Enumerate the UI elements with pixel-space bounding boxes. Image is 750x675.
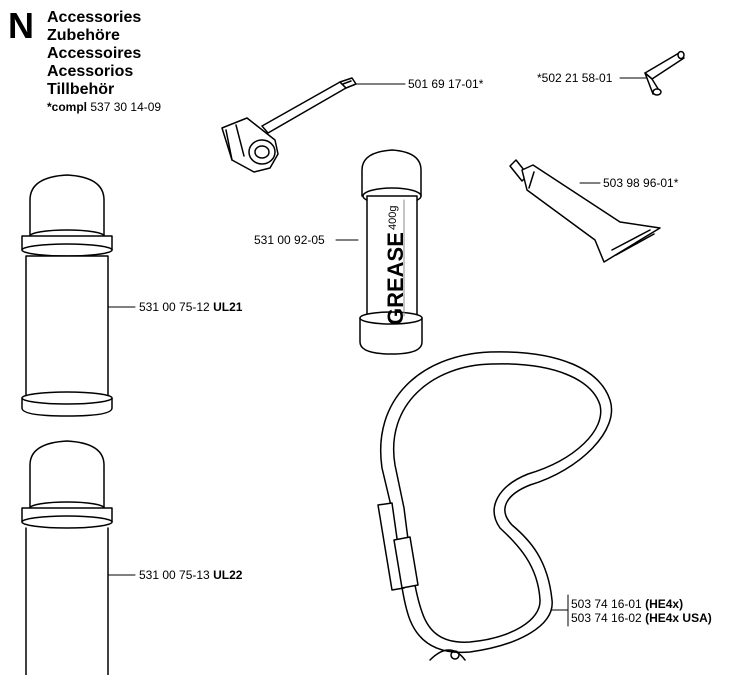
section-titles: Accessories Zubehöre Accessoires Acessor… (47, 9, 141, 99)
part-number: 501 69 17-01* (408, 77, 484, 91)
part-label-wrench[interactable]: 501 69 17-01* (408, 77, 483, 91)
part-number: 503 74 16-02 (571, 611, 642, 625)
part-suffix: (HE4x USA) (645, 611, 712, 625)
combination-wrench-drawing (221, 77, 357, 173)
part-label-hex-key[interactable]: *502 21 58-01 (537, 71, 612, 85)
part-label-grease-cartridge[interactable]: 531 00 92-05 (254, 233, 325, 247)
title-sv: Tillbehör (47, 81, 115, 98)
title-fr: Accessoires (47, 45, 142, 62)
compl-note: *compl 537 30 14-09 (47, 100, 161, 114)
compl-prefix: *compl (47, 100, 88, 114)
title-es: Acessorios (47, 63, 134, 80)
hex-key-drawing (644, 50, 685, 96)
title-en: Accessories (47, 9, 142, 26)
part-label-harness-he4x[interactable]: 503 74 16-01 (HE4x) (571, 597, 683, 611)
part-number: 531 00 75-12 (139, 300, 210, 314)
grease-tube-drawing (509, 159, 661, 263)
cartridge-label-weight: 400g (387, 206, 399, 230)
part-label-oil-can-ul21[interactable]: 531 00 75-12 UL21 (139, 300, 242, 314)
part-suffix: UL22 (213, 568, 243, 582)
part-number: 503 74 16-01 (571, 597, 642, 611)
part-suffix: UL21 (213, 300, 243, 314)
leader-lines (107, 77, 649, 627)
section-letter: N (8, 5, 34, 46)
harness-drawing (377, 351, 613, 661)
part-label-grease-tube[interactable]: 503 98 96-01* (603, 176, 678, 190)
part-number: 531 00 92-05 (254, 233, 325, 247)
part-number: 503 98 96-01* (603, 176, 679, 190)
oil-can-ul21-drawing (21, 174, 113, 417)
part-suffix: (HE4x) (645, 597, 684, 611)
part-number: 531 00 75-13 (139, 568, 210, 582)
title-de: Zubehöre (47, 27, 120, 44)
compl-number: 537 30 14-09 (90, 100, 162, 114)
oil-can-ul22-drawing (21, 440, 113, 675)
part-label-oil-can-ul22[interactable]: 531 00 75-13 UL22 (139, 568, 242, 582)
part-label-harness-he4x-usa[interactable]: 503 74 16-02 (HE4x USA) (571, 611, 712, 625)
grease-cartridge-drawing (359, 149, 423, 355)
cartridge-label-grease: GREASE (383, 232, 408, 325)
part-number: *502 21 58-01 (537, 71, 613, 85)
